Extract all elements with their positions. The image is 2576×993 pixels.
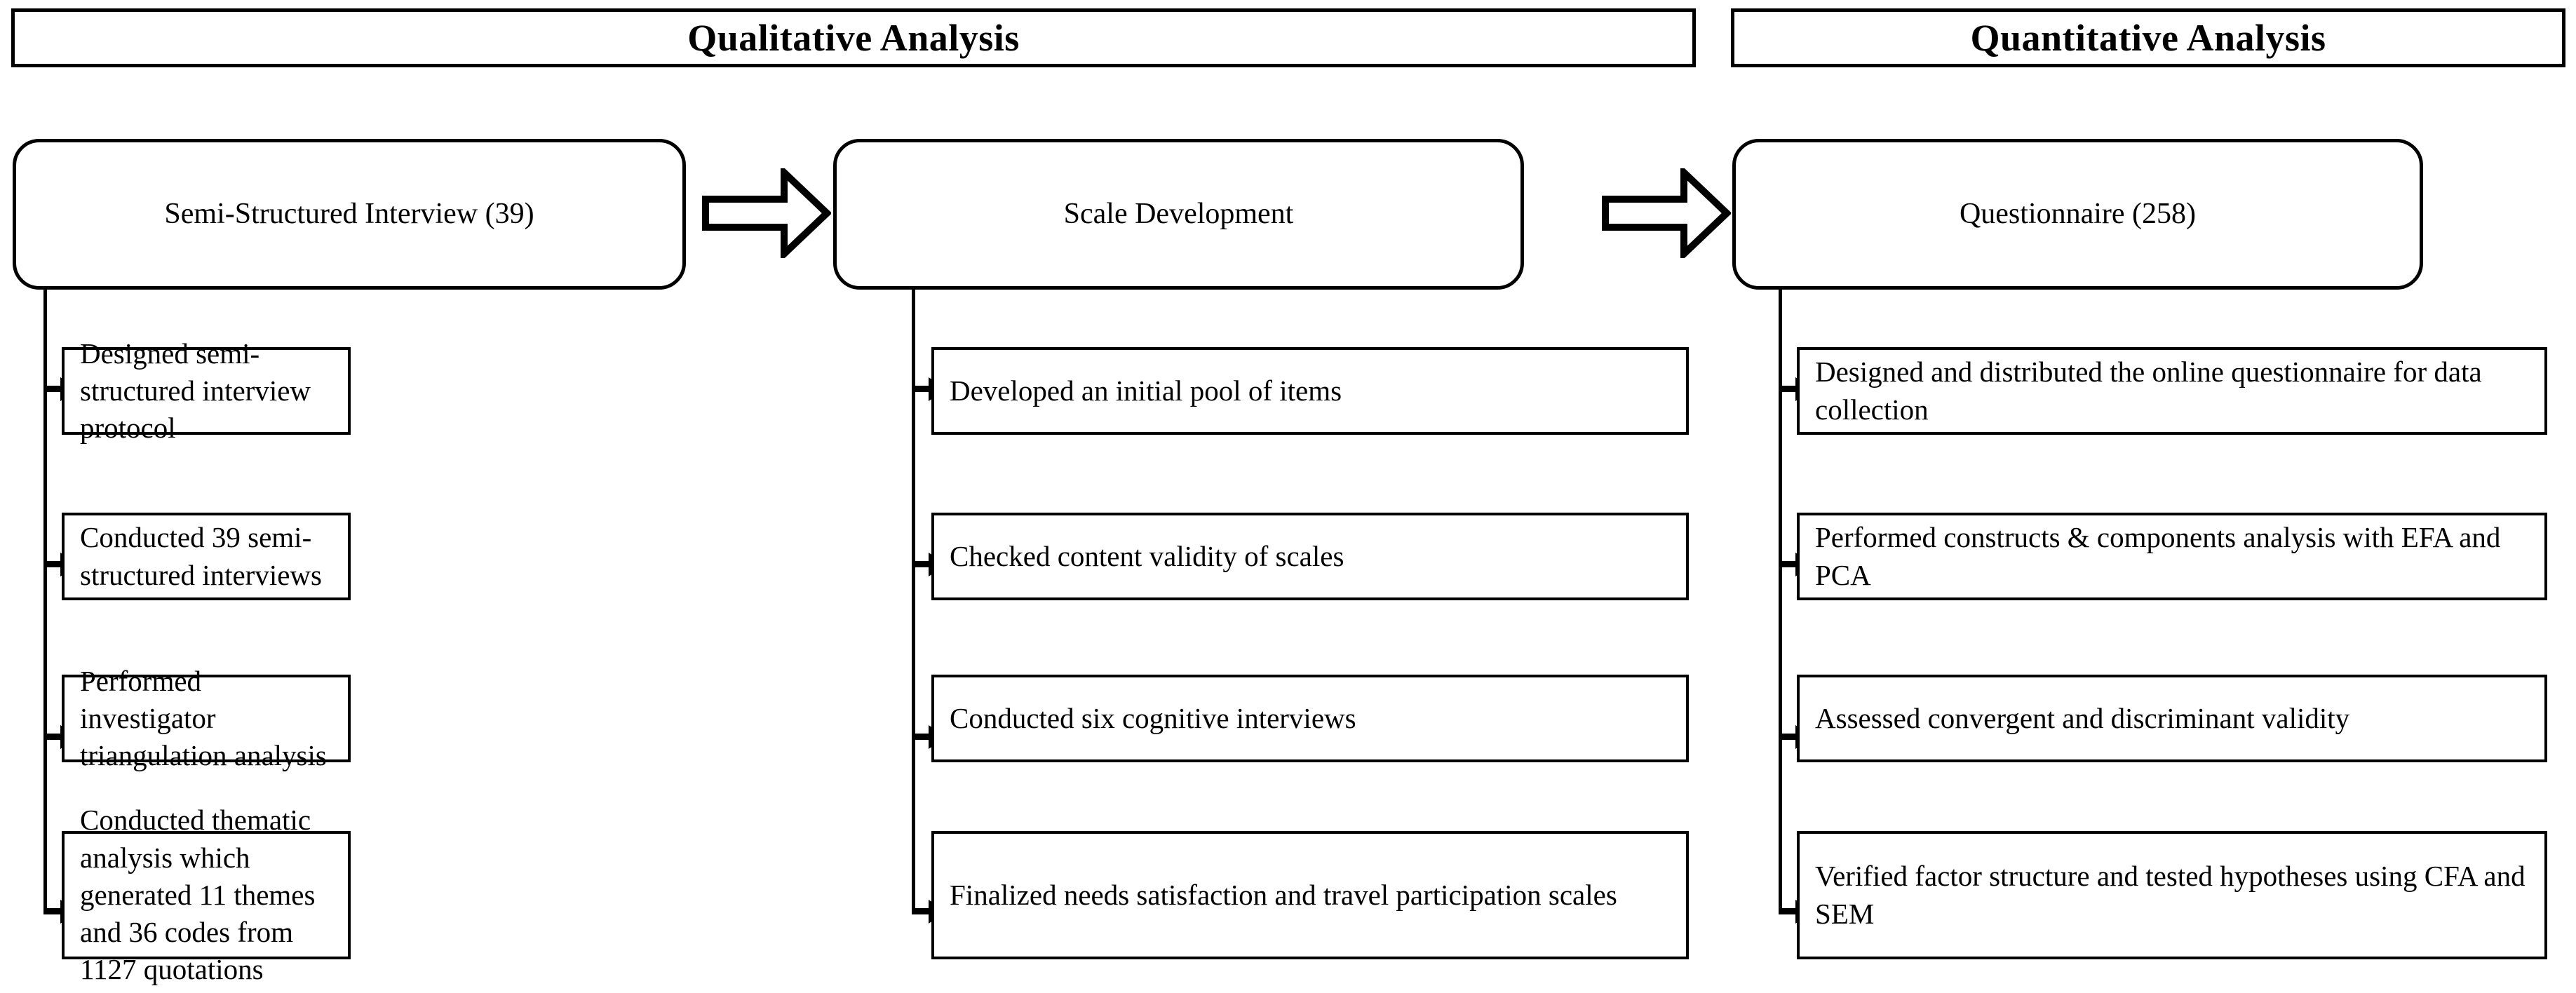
trunk-line-scale-development xyxy=(912,288,915,912)
step-box-n1[interactable]: Designed and distributed the online ques… xyxy=(1797,347,2547,435)
connector-arrow-step-s1 xyxy=(912,386,930,392)
connector-arrow-step-q4 xyxy=(43,908,62,914)
connector-arrow-step-n2 xyxy=(1779,561,1797,567)
connector-arrow-step-s3 xyxy=(912,734,930,740)
connector-arrow-step-n1 xyxy=(1779,386,1797,392)
step-box-s4[interactable]: Finalized needs satisfaction and travel … xyxy=(931,831,1689,959)
stage-box-semi-structured-interview[interactable]: Semi-Structured Interview (39) xyxy=(13,139,686,290)
step-label-q2: Conducted 39 semi-structured interviews xyxy=(80,521,322,591)
step-box-q2[interactable]: Conducted 39 semi-structured interviews xyxy=(62,513,351,600)
trunk-line-qualitative xyxy=(43,288,47,912)
step-label-q4: Conducted thematic analysis which genera… xyxy=(80,804,316,986)
connector-arrow-step-s4 xyxy=(912,908,930,914)
header-title-quantitative: Quantitative Analysis xyxy=(1970,16,2326,59)
step-box-q3[interactable]: Performed investigator triangulation ana… xyxy=(62,665,351,771)
step-box-s2[interactable]: Checked content validity of scales xyxy=(931,513,1689,600)
connector-arrow-step-q2 xyxy=(43,561,62,567)
connector-arrow-step-q1 xyxy=(43,386,62,392)
block-arrow-right-icon-interview-to-scale xyxy=(701,168,831,258)
connector-arrow-step-s2 xyxy=(912,561,930,567)
stage-box-scale-development[interactable]: Scale Development xyxy=(833,139,1524,290)
step-label-s3: Conducted six cognitive interviews xyxy=(950,701,1356,734)
connector-arrow-step-n4 xyxy=(1779,908,1797,914)
header-box-qualitative: Qualitative Analysis xyxy=(11,8,1696,67)
step-label-q1: Designed semi-structured interview proto… xyxy=(80,337,311,445)
step-box-n4[interactable]: Verified factor structure and tested hyp… xyxy=(1797,831,2547,959)
connector-arrow-step-n3 xyxy=(1779,734,1797,740)
header-title-qualitative: Qualitative Analysis xyxy=(687,16,1020,59)
step-label-s4: Finalized needs satisfaction and travel … xyxy=(950,878,1617,911)
step-label-n3: Assessed convergent and discriminant val… xyxy=(1815,701,2350,734)
step-box-n3[interactable]: Assessed convergent and discriminant val… xyxy=(1797,675,2547,762)
step-label-q3: Performed investigator triangulation ana… xyxy=(80,664,327,772)
step-box-q1[interactable]: Designed semi-structured interview proto… xyxy=(62,337,351,444)
step-box-s3[interactable]: Conducted six cognitive interviews xyxy=(931,675,1689,762)
step-box-s1[interactable]: Developed an initial pool of items xyxy=(931,347,1689,435)
stage-label-scale-development: Scale Development xyxy=(1063,198,1294,231)
trunk-line-quantitative xyxy=(1779,288,1782,912)
stage-label-semi-structured-interview: Semi-Structured Interview (39) xyxy=(164,198,534,231)
step-box-q4[interactable]: Conducted thematic analysis which genera… xyxy=(62,804,351,985)
step-label-s1: Developed an initial pool of items xyxy=(950,374,1342,407)
stage-box-questionnaire[interactable]: Questionnaire (258) xyxy=(1732,139,2423,290)
stage-label-questionnaire: Questionnaire (258) xyxy=(1959,198,2197,231)
step-box-n2[interactable]: Performed constructs & components analys… xyxy=(1797,513,2547,600)
connector-arrow-step-q3 xyxy=(43,734,62,740)
step-label-s2: Checked content validity of scales xyxy=(950,539,1344,572)
block-arrow-right-icon-scale-to-questionnaire xyxy=(1601,168,1731,258)
step-label-n2: Performed constructs & components analys… xyxy=(1815,521,2501,591)
header-box-quantitative: Quantitative Analysis xyxy=(1731,8,2565,67)
step-label-n4: Verified factor structure and tested hyp… xyxy=(1815,860,2526,930)
step-label-n1: Designed and distributed the online ques… xyxy=(1815,356,2482,426)
